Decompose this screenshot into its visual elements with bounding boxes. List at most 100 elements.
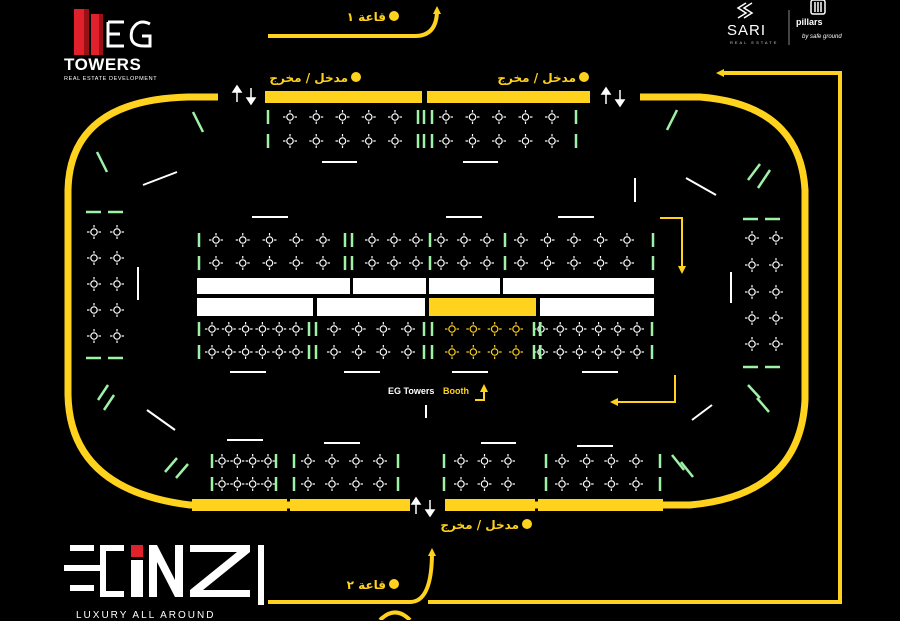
table-ring: [113, 280, 121, 288]
table-icon: [255, 322, 270, 336]
table-icon: [335, 110, 350, 124]
hall-connectors: [268, 6, 842, 620]
table-icon: [445, 322, 459, 336]
table-icon: [492, 110, 506, 124]
table-icon: [209, 233, 223, 247]
table-icon: [745, 231, 759, 245]
table-white: [353, 278, 426, 294]
table-icon: [480, 233, 494, 247]
table-ring: [319, 259, 327, 267]
table-icon: [289, 233, 304, 247]
table-ring: [304, 457, 312, 465]
table-white: [197, 298, 313, 316]
table-icon: [272, 345, 287, 359]
booth-word: Booth: [443, 386, 469, 396]
table-ring: [364, 113, 373, 121]
table-ring: [575, 325, 584, 333]
table-icon: [87, 329, 101, 343]
table-icon: [509, 322, 523, 336]
table-ring: [292, 236, 301, 244]
table-ring: [238, 236, 247, 244]
table-ring: [390, 236, 398, 244]
table-icon: [325, 454, 339, 468]
table-ring: [460, 236, 468, 244]
table-ring: [391, 113, 399, 121]
table-icon: [262, 256, 277, 270]
table-ring: [490, 348, 499, 356]
table-icon: [591, 322, 606, 336]
table-ring: [594, 325, 603, 333]
table-icon: [387, 256, 401, 270]
table-ring: [390, 259, 398, 267]
table-ring: [241, 325, 250, 333]
table-ring: [275, 325, 284, 333]
table-ring: [338, 137, 347, 145]
table-ring: [328, 457, 336, 465]
table-icon: [465, 134, 480, 148]
table-icon: [509, 345, 523, 359]
booth-table[interactable]: [429, 298, 536, 316]
corner-chairs: [95, 109, 772, 479]
table-icon: [373, 477, 387, 491]
table-ring: [319, 236, 327, 244]
table-icon: [283, 134, 297, 148]
table-ring: [504, 457, 512, 465]
table-ring: [113, 332, 121, 340]
table-ring: [457, 457, 465, 465]
table-icon: [110, 277, 124, 291]
table-ring: [352, 457, 360, 465]
table-ring: [113, 306, 121, 314]
booth-label[interactable]: EG Towers Booth: [388, 386, 469, 396]
table-icon: [373, 454, 387, 468]
table-ring: [490, 325, 499, 333]
table-ring: [404, 348, 412, 356]
table-icon: [454, 454, 468, 468]
direction-arrow-icon: [475, 384, 488, 401]
table-ring: [548, 137, 556, 145]
walls: [137, 171, 732, 431]
table-icon: [480, 256, 494, 270]
table-ring: [218, 457, 226, 465]
table-icon: [514, 233, 528, 247]
bar-top-1: [265, 91, 422, 103]
sari-name: SARI: [727, 22, 767, 39]
table-icon: [745, 311, 759, 325]
table-ring: [504, 480, 512, 488]
table-icon: [555, 477, 569, 491]
chair-bar: [747, 163, 761, 181]
table-icon: [553, 345, 568, 359]
table-ring: [90, 280, 98, 288]
table-icon: [349, 454, 363, 468]
table-ring: [208, 325, 216, 333]
table-ring: [258, 325, 267, 333]
table-ring: [212, 259, 220, 267]
table-icon: [87, 303, 101, 317]
table-icon: [434, 256, 448, 270]
table-ring: [594, 348, 603, 356]
table-icon: [325, 477, 339, 491]
down-arrow-icon: [614, 90, 626, 108]
table-icon: [409, 256, 423, 270]
table-ring: [391, 137, 399, 145]
table-icon: [110, 303, 124, 317]
table-ring: [570, 259, 578, 267]
table-white: [503, 278, 654, 294]
table-ring: [596, 259, 605, 267]
table-ring: [483, 259, 491, 267]
pillars-name: pillars: [796, 17, 823, 27]
table-icon: [289, 345, 303, 359]
table-icon: [387, 233, 401, 247]
hall1-label: قاعة ١: [347, 10, 386, 24]
chair-bar: [756, 169, 772, 189]
bar-bottom-1: [192, 499, 287, 511]
table-ring: [113, 254, 121, 262]
up-arrow-icon: [231, 84, 243, 102]
chair-bar: [175, 463, 189, 479]
table-ring: [292, 325, 300, 333]
table-ring: [623, 236, 631, 244]
table-icon: [620, 233, 634, 247]
table-ring: [352, 480, 360, 488]
table-icon: [629, 477, 643, 491]
table-ring: [258, 348, 267, 356]
table-icon: [376, 322, 391, 336]
